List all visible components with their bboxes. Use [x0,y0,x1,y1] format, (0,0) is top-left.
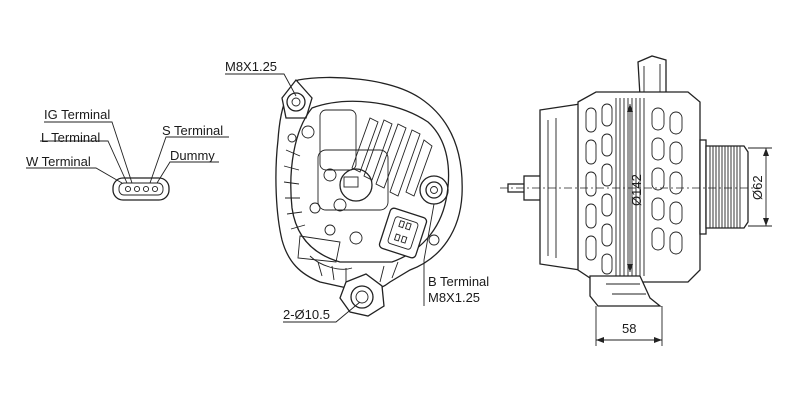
mount-holes-label: 2-Ø10.5 [283,307,330,322]
pulley-diameter-label: Ø62 [750,175,765,200]
length-label: 58 [622,321,636,336]
b-thread-label: M8X1.25 [428,290,480,305]
dummy-label: Dummy [170,148,215,163]
l-terminal-label: L Terminal [41,130,100,145]
housing-fins-left [283,149,306,230]
connector-plug [112,177,170,201]
w-terminal-label: W Terminal [26,154,91,169]
b-terminal-label: B Terminal [428,274,489,289]
dim-body-diameter [627,104,633,272]
s-terminal-label: S Terminal [162,123,223,138]
pulley [699,139,749,235]
ig-terminal-label: IG Terminal [44,107,110,122]
connector-socket [378,207,428,259]
connector-leaders [26,121,229,184]
stator-slots-right [651,107,683,255]
stator-slots-left [585,103,613,275]
b-terminal-leader [423,203,435,306]
dim-length [595,306,663,346]
alternator-side-view [500,55,760,307]
dim-pulley-diameter [748,147,772,227]
stator-core [615,98,645,276]
body-diameter-label: Ø142 [629,174,644,206]
m8-top-leader [225,73,297,97]
alternator-front-view [275,76,463,317]
mount-hole-leader [283,301,361,323]
rectifier-fins [351,117,433,197]
m8-top-label: M8X1.25 [225,59,277,74]
